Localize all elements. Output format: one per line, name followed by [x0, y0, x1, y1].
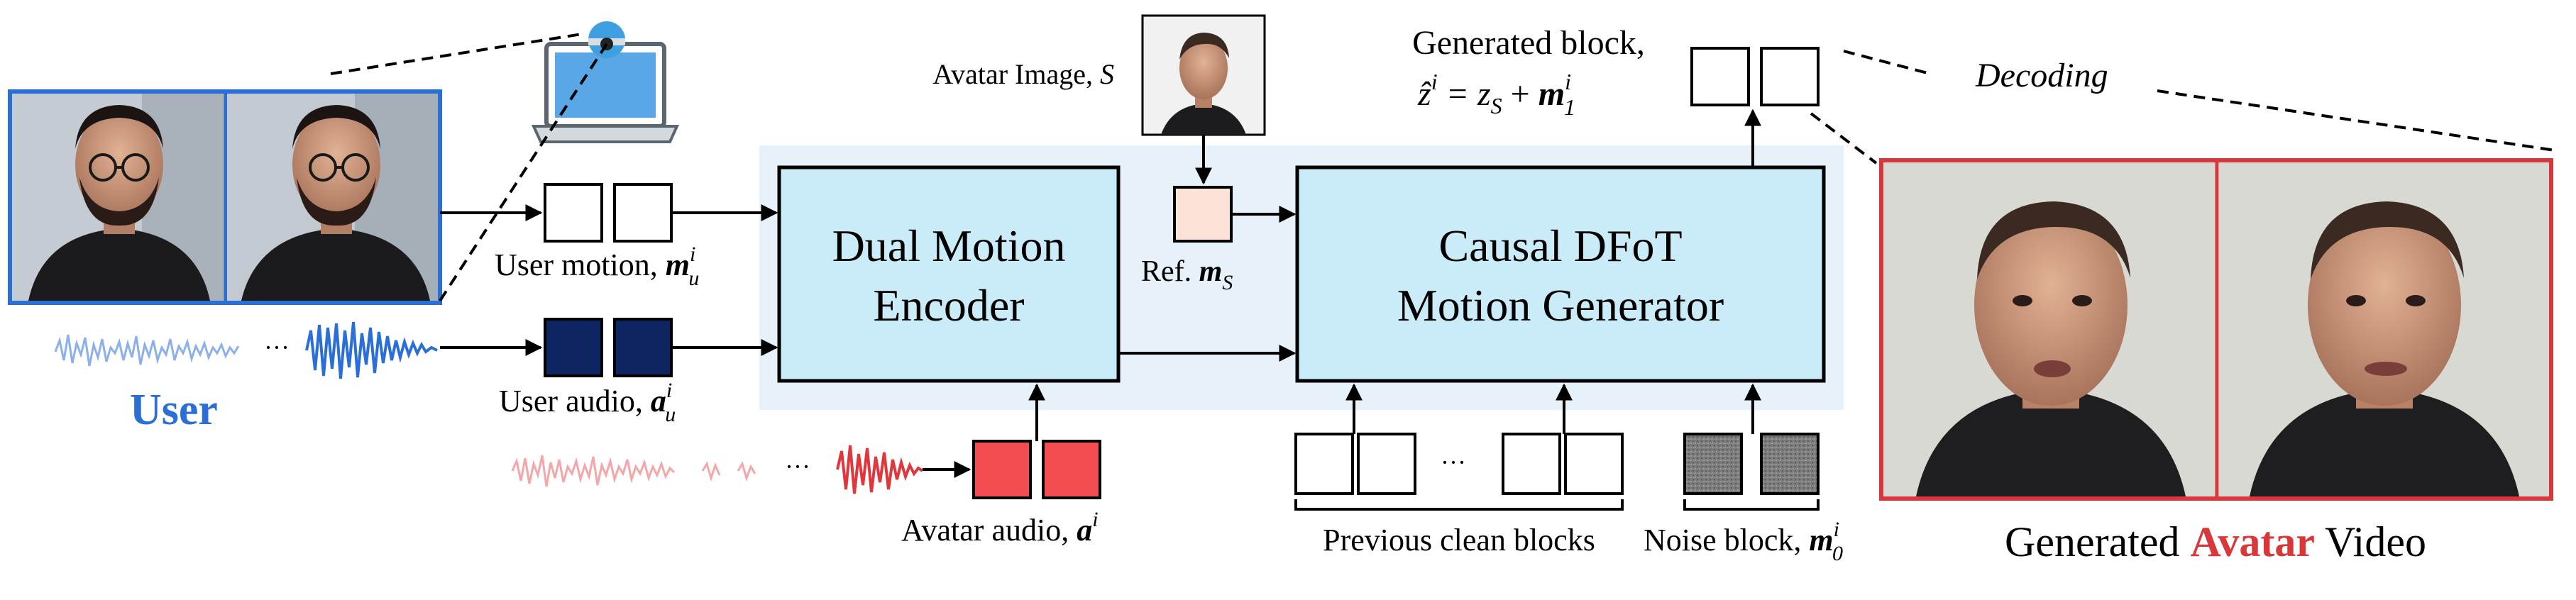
avatar-audio-label: Avatar audio, ai [901, 508, 1099, 548]
avatar-frame-1 [1883, 162, 2217, 496]
encoder-line1: Dual Motion [832, 221, 1066, 271]
generated-blocks [1690, 47, 1820, 106]
output-label: Generated Avatar Video [2005, 518, 2426, 565]
avatar-audio-blocks [972, 440, 1101, 499]
avatar-image-label: Avatar Image, S [932, 58, 1114, 90]
generator-line1: Causal DFoT [1438, 221, 1682, 271]
previous-blocks-label: Previous clean blocks [1323, 523, 1595, 557]
user-audio-ellipsis: ··· [264, 333, 290, 362]
ref-label: Ref. mS [1141, 255, 1233, 294]
user-frame-2 [227, 94, 438, 301]
avatar-waveform-strong [836, 445, 924, 494]
causal-dfot-generator [1295, 165, 1826, 383]
user-video-frames [8, 89, 442, 305]
user-label: User [130, 386, 218, 434]
user-frame-1 [12, 94, 225, 301]
noise-blocks [1683, 433, 1820, 495]
dual-motion-encoder [777, 165, 1121, 383]
avatar-frame-2 [2219, 162, 2549, 496]
laptop-icon [531, 21, 680, 143]
generated-avatar-frames [1879, 158, 2553, 501]
generated-block-title: Generated block, [1412, 24, 1645, 62]
decoding-label: Decoding [1975, 57, 2108, 94]
previous-clean-blocks [1294, 433, 1624, 495]
user-waveform [54, 334, 240, 367]
previous-blocks-ellipsis: ··· [1441, 448, 1466, 477]
avatar-reference-image [1141, 14, 1266, 136]
avatar-waveform-faint [511, 455, 756, 487]
user-audio-blocks [544, 318, 673, 377]
user-motion-blocks [544, 183, 673, 243]
encoder-line2: Encoder [873, 280, 1024, 330]
user-waveform-strong [305, 321, 438, 379]
generator-line2: Motion Generator [1397, 280, 1724, 330]
avatar-audio-ellipsis: ··· [785, 452, 810, 481]
ref-motion-block [1173, 186, 1233, 243]
